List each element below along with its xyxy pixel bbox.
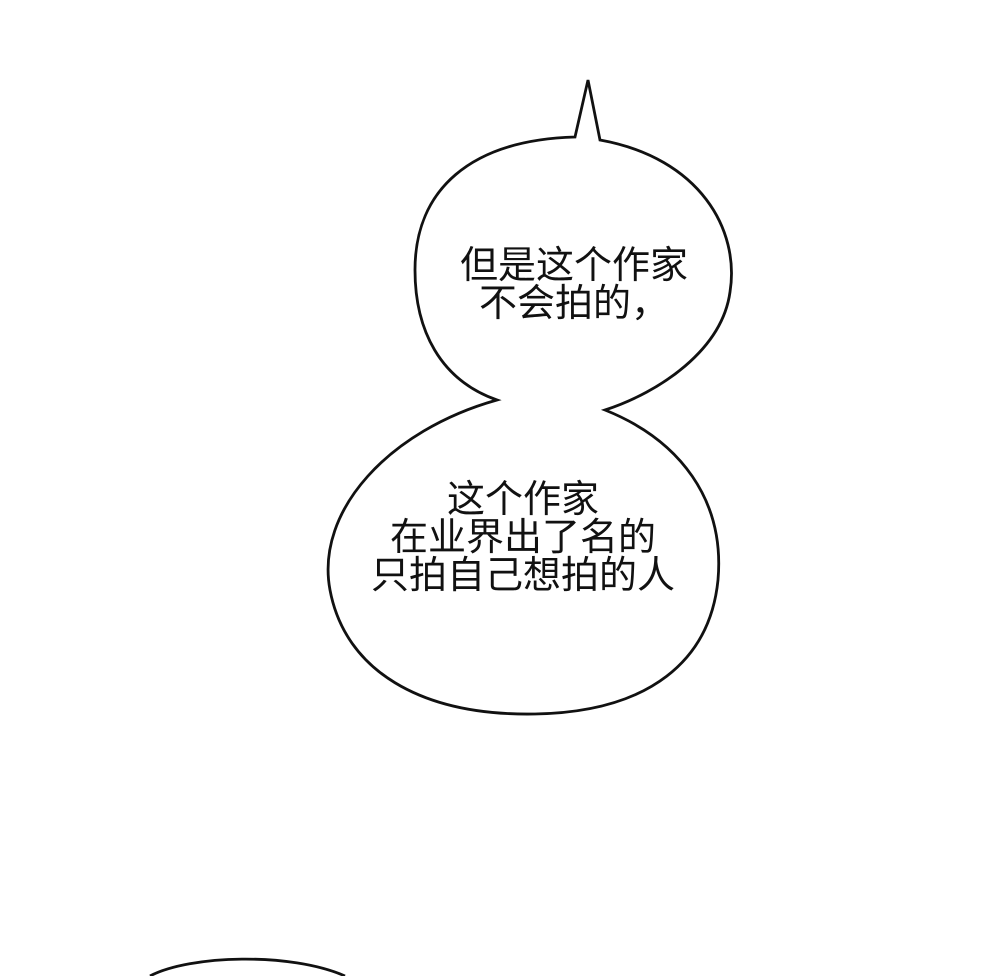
dialogue-line: 只拍自己想拍的人 (370, 553, 675, 597)
upper-bubble-text: 但是这个作家 不会拍的， (424, 246, 724, 322)
dialogue-line: 在业界出了名的 (389, 515, 656, 559)
dialogue-line: 但是这个作家 (459, 243, 688, 287)
gourd-speech-bubble (326, 79, 733, 716)
dialogue-line: 这个作家 (446, 477, 599, 521)
dialogue-line: 不会拍的， (478, 281, 669, 325)
partial-bubble-bottom (149, 957, 346, 976)
lower-bubble-text: 这个作家 在业界出了名的 只拍自己想拍的人 (318, 480, 728, 594)
